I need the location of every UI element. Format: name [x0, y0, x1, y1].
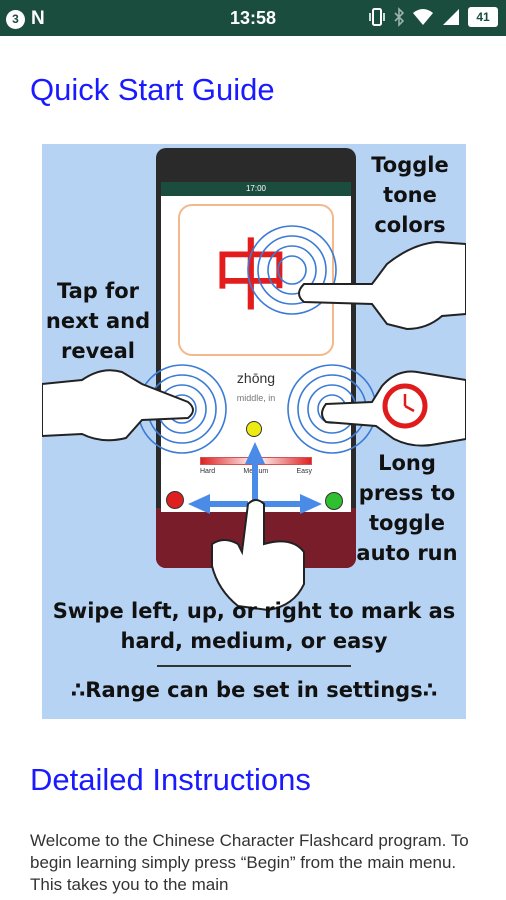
tap-next-label: Tap for next and reveal	[45, 279, 151, 363]
swiping-hand-icon	[211, 499, 305, 612]
toggle-tone-label: Toggle tone colors	[371, 153, 449, 237]
vibrate-icon	[369, 8, 385, 26]
flashcard-pinyin: zhōng	[236, 370, 276, 386]
pointing-hand-icon-top	[298, 240, 466, 331]
easy-indicator-dot	[325, 492, 343, 510]
medium-indicator-dot	[246, 421, 262, 437]
pointing-hand-icon-left	[42, 369, 194, 442]
instructions-body-text: Welcome to the Chinese Character Flashca…	[30, 831, 469, 894]
status-left: 3 N	[6, 8, 45, 30]
illustration-divider	[157, 665, 351, 667]
battery-icon: 41	[468, 7, 498, 27]
long-press-label: Long press to toggle auto run	[356, 451, 458, 565]
signal-icon	[443, 9, 459, 25]
hard-indicator-dot	[166, 491, 184, 509]
phone-status-bar: 17:00	[161, 182, 351, 196]
difficulty-easy: Easy	[296, 468, 312, 475]
app-notification-letter: N	[31, 8, 45, 29]
status-time: 13:58	[229, 8, 277, 28]
bluetooth-icon	[394, 7, 405, 27]
quick-start-title: Quick Start Guide	[30, 72, 275, 107]
wifi-icon	[413, 9, 433, 25]
notification-count-badge: 3	[6, 9, 25, 29]
swipe-instruction-label: Swipe left, up, or right to mark as hard…	[52, 599, 456, 653]
status-right: 41	[368, 7, 498, 27]
range-settings-label: ∴Range can be set in settings∴	[70, 678, 438, 702]
status-bar: 3 N 13:58 41	[0, 0, 506, 36]
detailed-instructions-title: Detailed Instructions	[30, 762, 311, 797]
flashcard-meaning: middle, in	[236, 393, 276, 403]
gesture-overlay	[42, 225, 466, 612]
swipe-arrows-icon	[188, 442, 322, 514]
tap-ripple-top	[247, 225, 337, 315]
quick-start-illustration: 17:00 中 zhōng middle, in Hard Medium Eas…	[42, 144, 466, 719]
difficulty-hard: Hard	[200, 468, 216, 475]
auto-run-clock-icon	[382, 383, 428, 429]
